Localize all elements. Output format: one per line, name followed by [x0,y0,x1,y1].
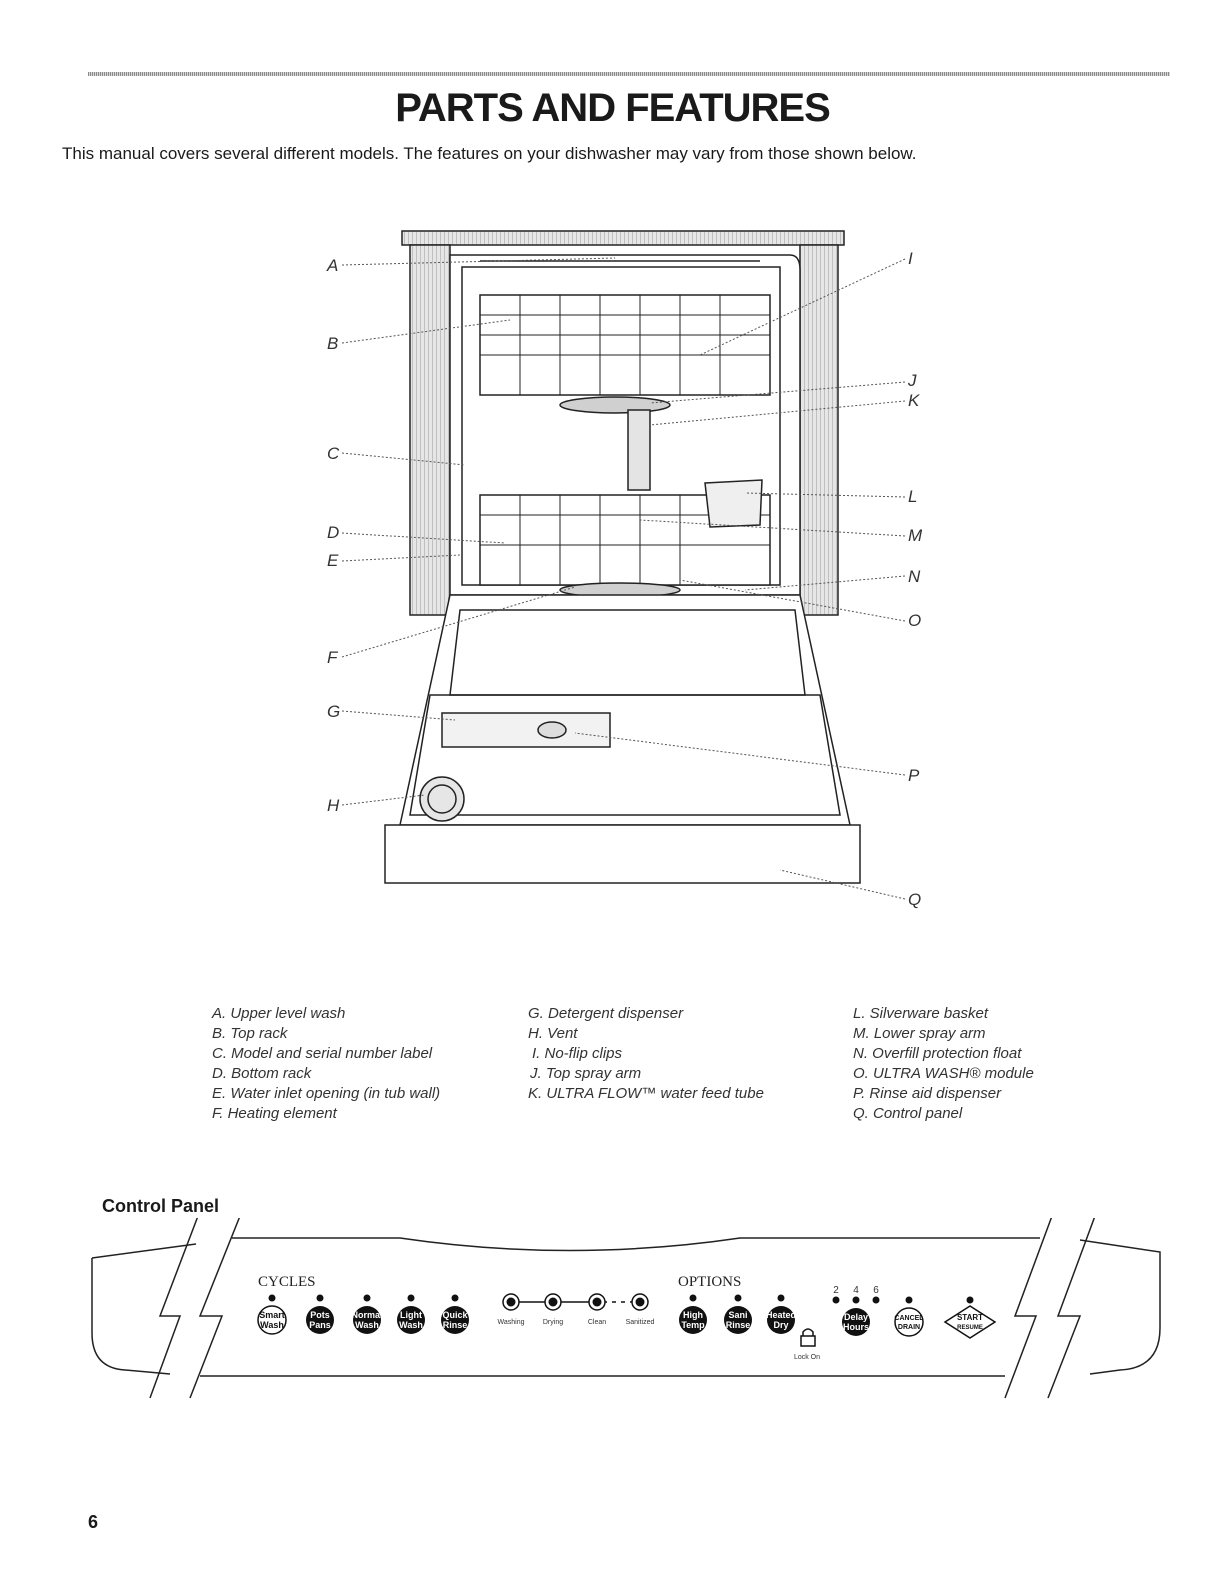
legend-item: L. Silverware basket [853,1005,989,1022]
svg-text:6: 6 [873,1285,879,1296]
legend-item: G. Detergent dispenser [528,1005,684,1022]
option-button-high-temp[interactable]: High Temp [679,1294,707,1335]
intro-text: This manual covers several different mod… [62,144,917,163]
header-rule [88,72,1170,76]
panel-outline [91,1218,1161,1399]
legend-item: J. Top spray arm [530,1065,642,1082]
control-panel-title: Control Panel [102,1196,220,1216]
legend-column-3: L. Silverware basket M. Lower spray arm … [853,1004,1034,1124]
legend-item: K. ULTRA FLOW™ water feed tube [528,1085,764,1102]
lock-icon [800,1328,816,1347]
svg-text:Sani: Sani [728,1310,747,1320]
legend-item: F. Heating element [212,1105,337,1122]
status-light-washing: Washing [498,1293,525,1326]
callout-e: E [327,551,339,570]
svg-text:Pans: Pans [309,1320,331,1330]
svg-text:DRAIN: DRAIN [898,1324,920,1331]
svg-text:START: START [957,1313,983,1322]
callout-m: M [908,526,923,545]
svg-text:Dry: Dry [773,1320,788,1330]
status-light-sanitized: Sanitized [626,1293,655,1326]
dishwasher-drawing [384,230,861,884]
callout-p: P [908,766,920,785]
cycle-button-pots-pans[interactable]: Pots Pans [306,1294,334,1335]
svg-text:Rinse: Rinse [726,1320,751,1330]
callout-o: O [908,611,921,630]
svg-text:Wash: Wash [355,1320,379,1330]
option-button-heated-dry[interactable]: Heated Dry [766,1294,796,1335]
svg-text:Smart: Smart [259,1310,285,1320]
svg-text:RESUME: RESUME [957,1325,983,1331]
options-heading: OPTIONS [678,1274,741,1290]
legend-item: H. Vent [528,1025,578,1042]
svg-text:High: High [683,1310,703,1320]
callout-j: J [907,371,917,390]
option-button-sani-rinse[interactable]: Sani Rinse [724,1294,752,1335]
legend-item: E. Water inlet opening (in tub wall) [212,1085,441,1102]
legend-item: B. Top rack [212,1025,288,1042]
legend-item: I. No-flip clips [532,1045,623,1062]
svg-text:Clean: Clean [588,1319,606,1326]
callout-b: B [327,334,338,353]
svg-text:4: 4 [853,1285,859,1296]
cycles-heading: CYCLES [258,1274,316,1290]
cycle-button-normal-wash[interactable]: Normal Wash [351,1294,383,1335]
status-indicators: Washing Drying Clean Sanitized [498,1293,655,1326]
legend-item: Q. Control panel [853,1105,963,1122]
page-title: PARTS AND FEATURES [395,86,831,130]
svg-text:Delay: Delay [844,1312,868,1322]
legend-item: O. ULTRA WASH® module [853,1065,1034,1082]
legend-item: D. Bottom rack [212,1065,312,1082]
legend-item: P. Rinse aid dispenser [853,1085,1002,1102]
callout-g: G [327,702,340,721]
callout-d: D [327,523,339,542]
svg-text:Heated: Heated [766,1310,796,1320]
legend-column-1: A. Upper level wash B. Top rack C. Model… [212,1004,440,1124]
callout-letters: A B C D E F G H I J K L M N O P Q [326,249,923,909]
callout-a: A [326,256,338,275]
svg-text:Temp: Temp [681,1320,705,1330]
cycle-button-quick-rinse[interactable]: Quick Rinse [441,1294,469,1335]
callout-i: I [908,249,913,268]
legend-column-2: G. Detergent dispenser H. Vent I. No-fli… [528,1004,764,1104]
callout-f: F [327,648,339,667]
cycle-button-light-wash[interactable]: Light Wash [397,1294,425,1335]
svg-text:Drying: Drying [543,1319,563,1326]
svg-text:Wash: Wash [260,1320,284,1330]
legend-item: C. Model and serial number label [212,1045,433,1062]
svg-text:Pots: Pots [310,1310,330,1320]
callout-n: N [908,567,921,586]
cycle-button-smart-wash[interactable]: Smart Wash [257,1294,287,1335]
callout-q: Q [908,890,921,909]
legend-item: M. Lower spray arm [853,1025,986,1042]
cancel-drain-button[interactable]: CANCEL DRAIN [894,1296,924,1337]
svg-text:Rinse: Rinse [443,1320,468,1330]
legend-item: N. Overfill protection float [853,1045,1022,1062]
delay-hours-indicators: 2 4 6 [832,1285,880,1304]
control-panel-diagram: CYCLES OPTIONS Smart Wash Pots Pans Norm… [91,1218,1161,1399]
callout-leaders [341,257,906,900]
status-light-drying: Drying [543,1293,563,1326]
callout-l: L [908,487,917,506]
svg-text:Washing: Washing [498,1319,525,1326]
delay-hours-button[interactable]: Delay Hours [842,1308,870,1336]
callout-c: C [327,444,340,463]
svg-text:CANCEL: CANCEL [894,1315,924,1322]
page-number: 6 [88,1512,99,1532]
svg-text:Wash: Wash [399,1320,423,1330]
svg-text:2: 2 [833,1285,839,1296]
callout-h: H [327,796,340,815]
svg-text:Light: Light [400,1310,422,1320]
status-light-clean: Clean [588,1293,606,1326]
svg-text:Hours: Hours [843,1322,869,1332]
svg-text:Quick: Quick [442,1310,468,1320]
legend-item: A. Upper level wash [212,1005,346,1022]
callout-k: K [908,391,920,410]
lock-on-label: Lock On [794,1354,820,1361]
dishwasher-diagram: A B C D E F G H I J K L M N O P Q [326,230,923,909]
svg-text:Normal: Normal [351,1310,382,1320]
start-resume-button[interactable]: START RESUME [943,1296,997,1339]
svg-text:Sanitized: Sanitized [626,1319,655,1326]
